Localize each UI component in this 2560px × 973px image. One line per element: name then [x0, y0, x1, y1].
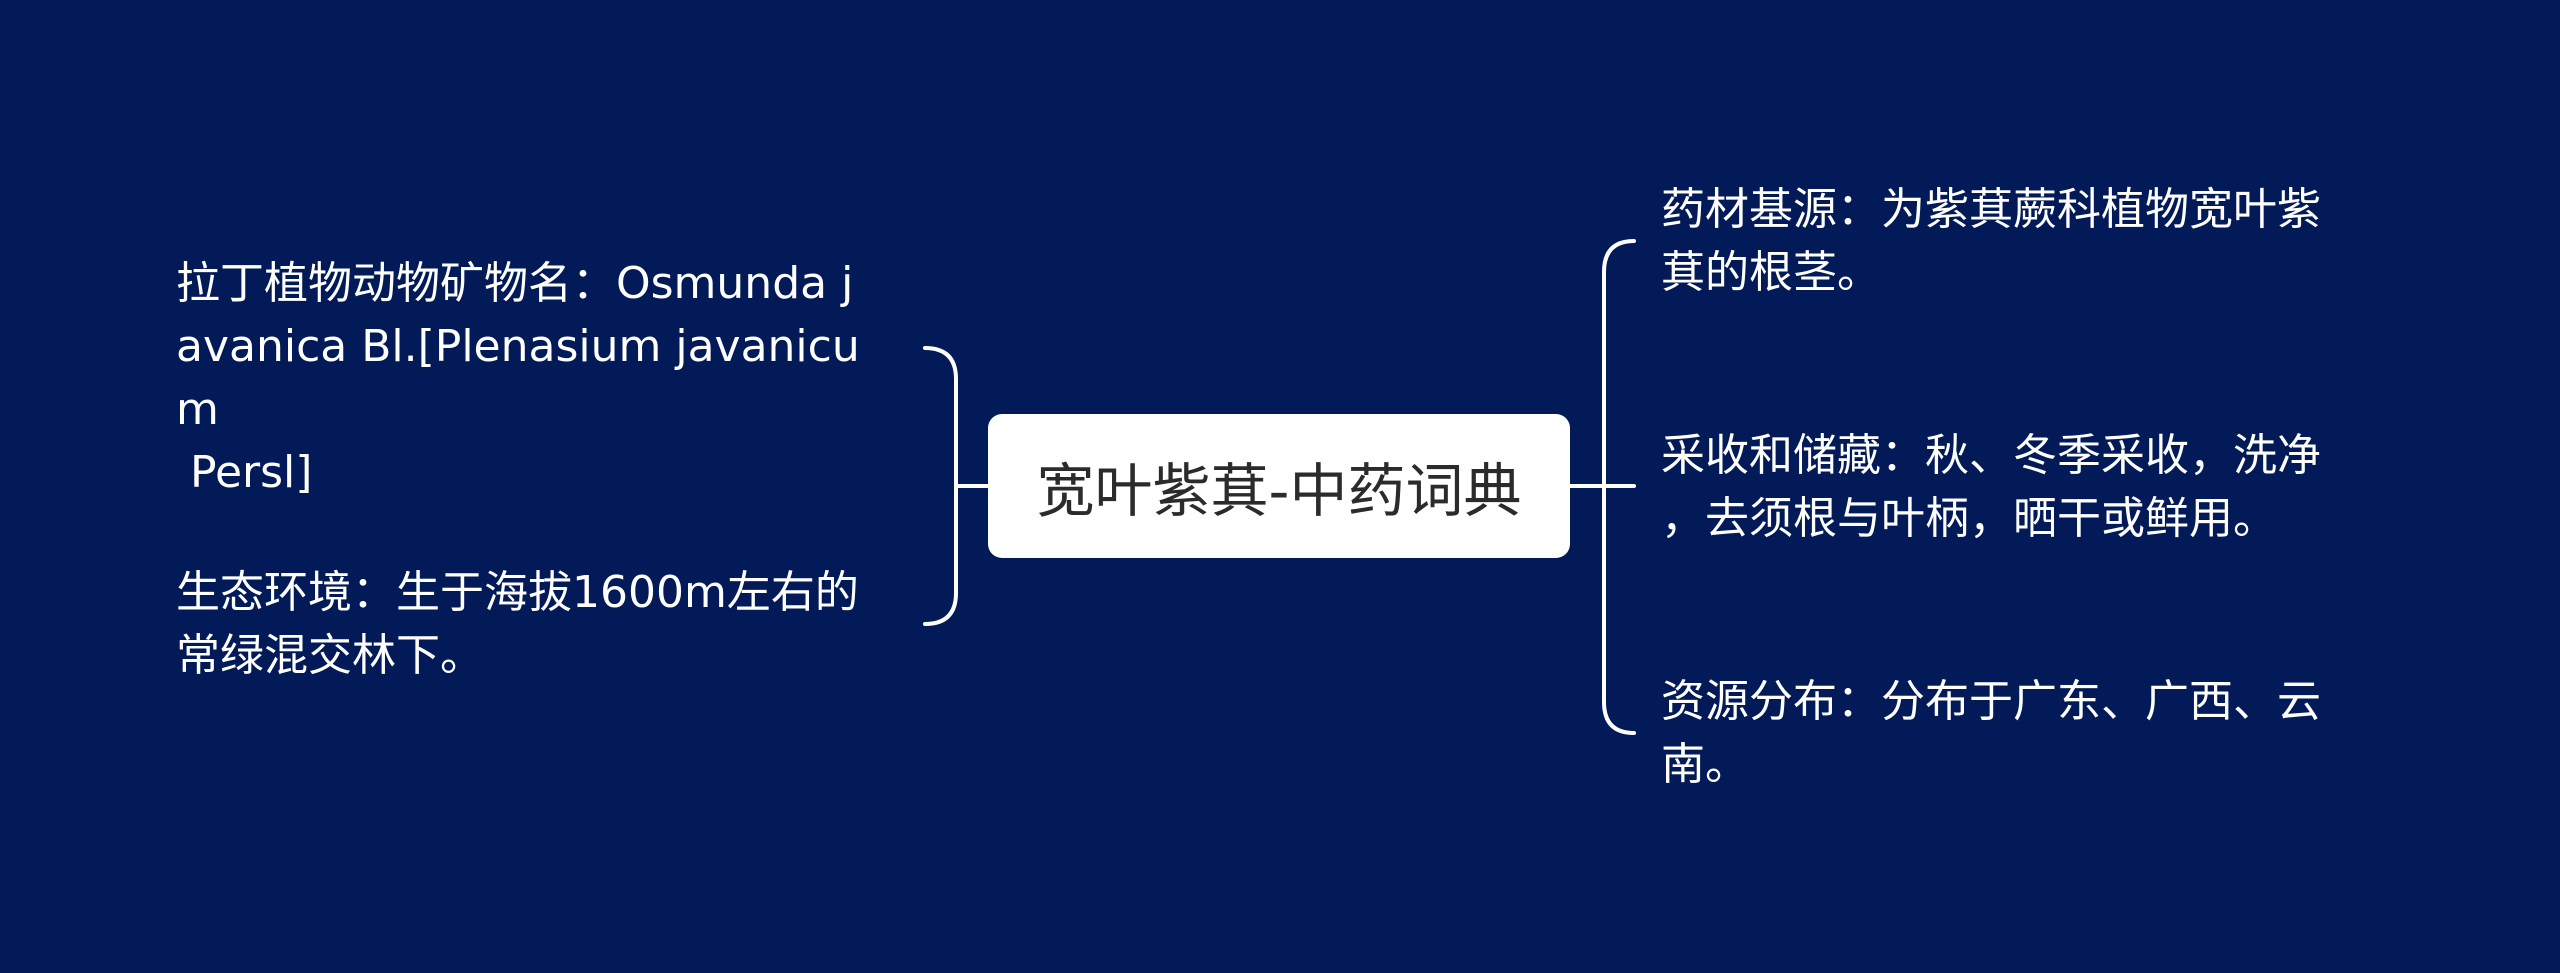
branch-harvest-storage[interactable]: 采收和储藏：秋、冬季采收，洗净 ，去须根与叶柄，晒干或鲜用。 — [1661, 430, 2321, 544]
branch-distribution[interactable]: 资源分布：分布于广东、广西、云 南。 — [1661, 676, 2321, 790]
right-bracket-connector — [1568, 239, 1636, 735]
branch-habitat[interactable]: 生态环境：生于海拔1600m左右的 常绿混交林下。 — [176, 567, 859, 681]
left-bracket-connector — [923, 346, 990, 626]
branch-latin-name[interactable]: 拉丁植物动物矿物名：Osmunda j avanica Bl.[Plenasiu… — [176, 258, 860, 498]
central-topic-label: 宽叶紫萁-中药词典 — [1036, 457, 1522, 525]
branch-medicinal-source[interactable]: 药材基源：为紫萁蕨科植物宽叶紫 萁的根茎。 — [1661, 184, 2321, 298]
central-topic-node[interactable]: 宽叶紫萁-中药词典 — [988, 414, 1570, 558]
